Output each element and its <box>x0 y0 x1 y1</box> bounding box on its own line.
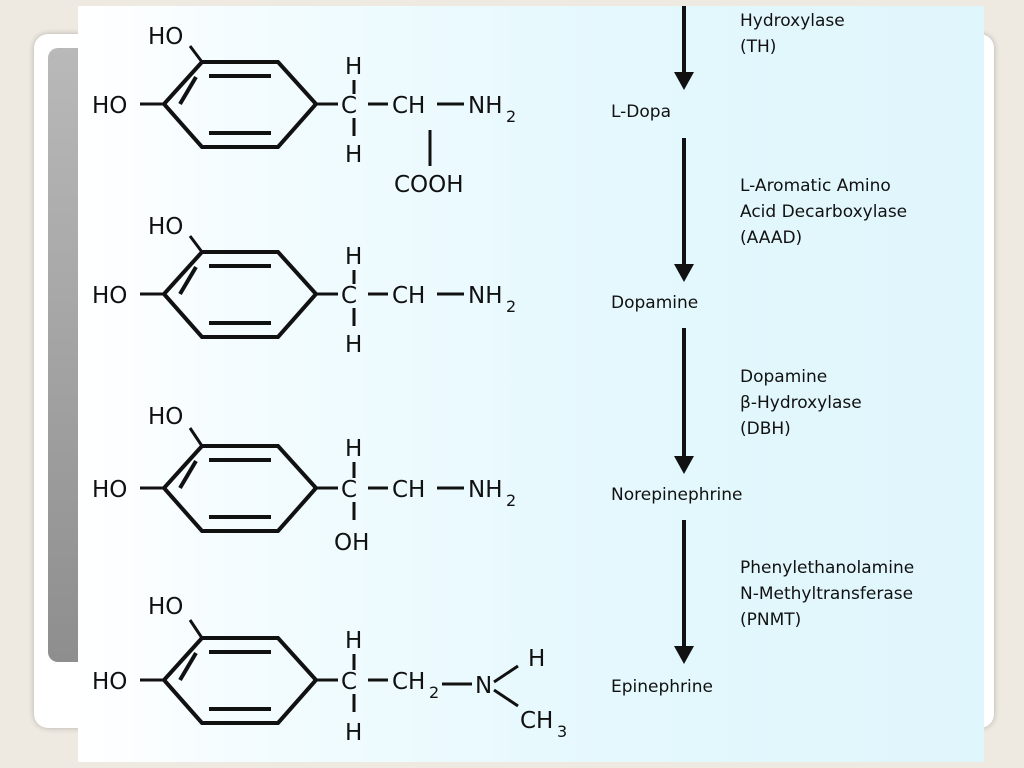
dopamine-structure: HO HO C H H CH NH 2 <box>92 214 516 358</box>
compound-names: L-Dopa Dopamine Norepinephrine Epinephri… <box>611 102 742 697</box>
enzyme-dbh-line-3: (DBH) <box>740 419 791 439</box>
bond <box>493 688 519 708</box>
bond <box>188 235 204 253</box>
hydrogen-bottom: H <box>345 332 362 358</box>
n-hydrogen: H <box>528 646 545 672</box>
hydrogen-top: H <box>345 244 362 270</box>
hydroxyl-top: HO <box>148 24 183 50</box>
arrowhead-icon <box>674 264 694 282</box>
nitrogen-atom: N <box>475 673 492 699</box>
reaction-arrows <box>674 6 694 664</box>
carbon-atom: C <box>341 669 357 695</box>
arrowhead-icon <box>674 456 694 474</box>
bond <box>188 619 204 639</box>
hydroxyl-top: HO <box>148 214 183 240</box>
hydrogen-top: H <box>345 628 362 654</box>
carbon-atom: C <box>341 283 357 309</box>
compound-name-ldopa: L-Dopa <box>611 102 671 122</box>
hydroxyl-top: HO <box>148 594 183 620</box>
ch-group: CH <box>392 283 425 309</box>
amine-subscript: 2 <box>506 107 516 126</box>
enzyme-labels: Hydroxylase (TH) L-Aromatic Amino Acid D… <box>740 11 914 630</box>
ch-group: CH <box>392 93 425 119</box>
compound-name-norepinephrine: Norepinephrine <box>611 485 742 505</box>
amine-group: NH <box>468 283 503 309</box>
enzyme-aaad-line-3: (AAAD) <box>740 228 802 248</box>
arrowhead-icon <box>674 646 694 664</box>
ldopa-structure: HO HO C H H CH NH 2 COOH <box>92 24 516 198</box>
methyl-subscript: 3 <box>557 722 567 741</box>
ring-double-bond <box>178 265 198 296</box>
enzyme-pnmt-line-3: (PNMT) <box>740 610 801 630</box>
hydroxyl-left: HO <box>92 477 127 503</box>
epinephrine-structure: HO HO C H H CH 2 N H CH 3 <box>92 594 567 746</box>
pathway-diagram: HO HO C H H CH NH 2 COOH HO HO C H H CH … <box>92 6 914 746</box>
catecholamine-pathway-figure: HO HO C H H CH NH 2 COOH HO HO C H H CH … <box>78 6 984 762</box>
ch2-group: CH <box>392 669 425 695</box>
hydroxyl-top: HO <box>148 404 183 430</box>
ring-double-bond <box>178 75 198 106</box>
amine-subscript: 2 <box>506 491 516 510</box>
norepinephrine-structure: HO HO C H OH CH NH 2 <box>92 404 516 556</box>
hydroxyl-left: HO <box>92 93 127 119</box>
enzyme-dbh-line-1: Dopamine <box>740 367 827 387</box>
carbon-atom: C <box>341 93 357 119</box>
enzyme-dbh-line-2: β-Hydroxylase <box>740 393 862 413</box>
compound-name-dopamine: Dopamine <box>611 293 698 313</box>
hydroxyl-bottom: OH <box>334 530 369 556</box>
hydrogen-top: H <box>345 54 362 80</box>
enzyme-pnmt-line-2: N-Methyltransferase <box>740 584 913 604</box>
enzyme-pnmt-line-1: Phenylethanolamine <box>740 558 914 578</box>
bond <box>188 45 204 63</box>
carbon-atom: C <box>341 477 357 503</box>
hydroxyl-left: HO <box>92 283 127 309</box>
ch-group: CH <box>392 477 425 503</box>
bond <box>493 664 519 684</box>
amine-subscript: 2 <box>506 297 516 316</box>
enzyme-aaad-line-1: L-Aromatic Amino <box>740 176 891 196</box>
enzyme-th-line-1: Hydroxylase <box>740 11 845 31</box>
carboxyl-group: COOH <box>394 172 464 198</box>
enzyme-aaad-line-2: Acid Decarboxylase <box>740 202 907 222</box>
hydrogen-top: H <box>345 436 362 462</box>
compound-name-epinephrine: Epinephrine <box>611 677 713 697</box>
hydrogen-bottom: H <box>345 720 362 746</box>
ring-double-bond <box>178 651 198 682</box>
ring-double-bond <box>178 459 198 490</box>
amine-group: NH <box>468 93 503 119</box>
amine-group: NH <box>468 477 503 503</box>
methyl-group: CH <box>520 708 553 734</box>
enzyme-th-line-2: (TH) <box>740 37 776 57</box>
hydrogen-bottom: H <box>345 142 362 168</box>
bond <box>188 427 204 447</box>
arrowhead-icon <box>674 72 694 90</box>
hydroxyl-left: HO <box>92 669 127 695</box>
ch2-subscript: 2 <box>429 683 439 702</box>
